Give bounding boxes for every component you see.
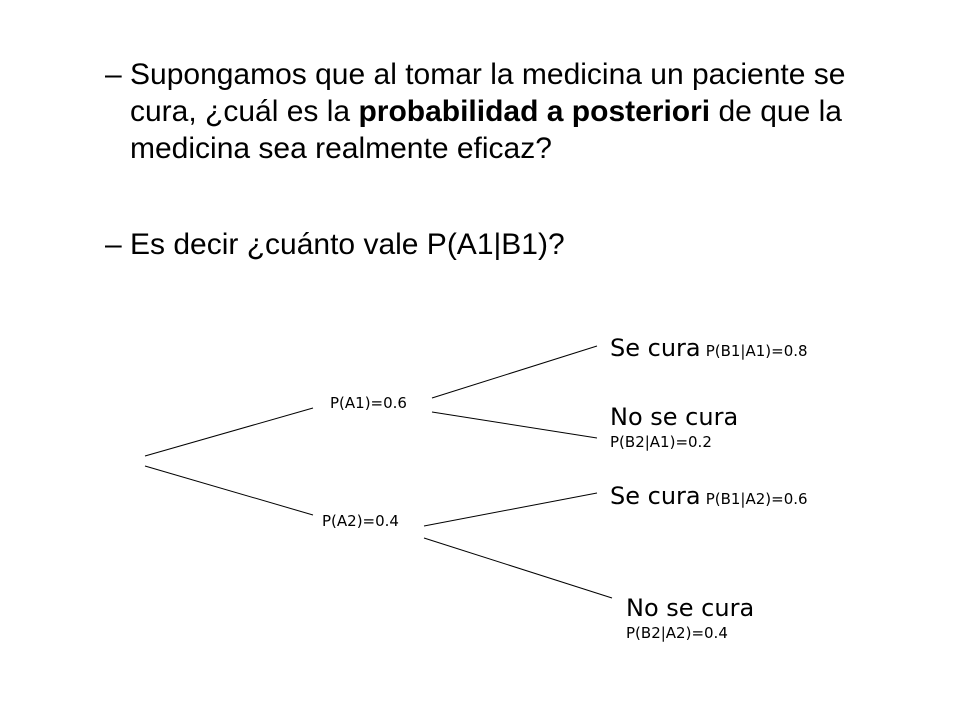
bullet-dash: – (105, 228, 122, 261)
branch-a2-b2 (423, 537, 613, 599)
leaf-outcome: Se cura (610, 482, 701, 510)
question-text-end: de que la medicina sea realmente eficaz? (130, 95, 842, 165)
bullet-restatement-text: Es decir ¿cuánto vale P(A1|B1)? (130, 228, 565, 261)
branch-a1-b1 (431, 345, 598, 399)
leaf-outcome: No se cura (610, 403, 739, 431)
bullet-dash: – (105, 58, 122, 91)
leaf-a2-b2: No se cura P(B2|A2)=0.4 (626, 594, 754, 642)
question-text-start: Supongamos que al tomar la medicina un p… (130, 58, 846, 128)
prob-a2-label: P(A2)=0.4 (322, 512, 399, 530)
leaf-a1-b2: No se cura P(B2|A1)=0.2 (610, 403, 738, 451)
bullet-question-text: Supongamos que al tomar la medicina un p… (130, 56, 885, 167)
leaf-prob: P(B2|A2)=0.4 (626, 624, 728, 642)
leaf-a1-b1: Se cura P(B1|A1)=0.8 (610, 334, 808, 362)
branch-root-a1 (144, 407, 314, 457)
leaf-prob: P(B1|A2)=0.6 (705, 490, 808, 508)
bullet-restatement: – Es decir ¿cuánto vale P(A1|B1)? (105, 226, 885, 263)
leaf-outcome: Se cura (610, 334, 701, 362)
branch-a2-b1 (423, 492, 598, 527)
leaf-a2-b1: Se cura P(B1|A2)=0.6 (610, 482, 808, 510)
question-text-bold: probabilidad a posteriori (358, 95, 711, 128)
bullet-question: – Supongamos que al tomar la medicina un… (105, 56, 885, 167)
prob-a1-label: P(A1)=0.6 (330, 394, 407, 412)
leaf-prob: P(B1|A1)=0.8 (705, 342, 808, 360)
branch-root-a2 (144, 465, 314, 516)
leaf-prob: P(B2|A1)=0.2 (610, 433, 712, 451)
leaf-outcome: No se cura (626, 594, 755, 622)
branch-a1-b2 (431, 411, 598, 439)
